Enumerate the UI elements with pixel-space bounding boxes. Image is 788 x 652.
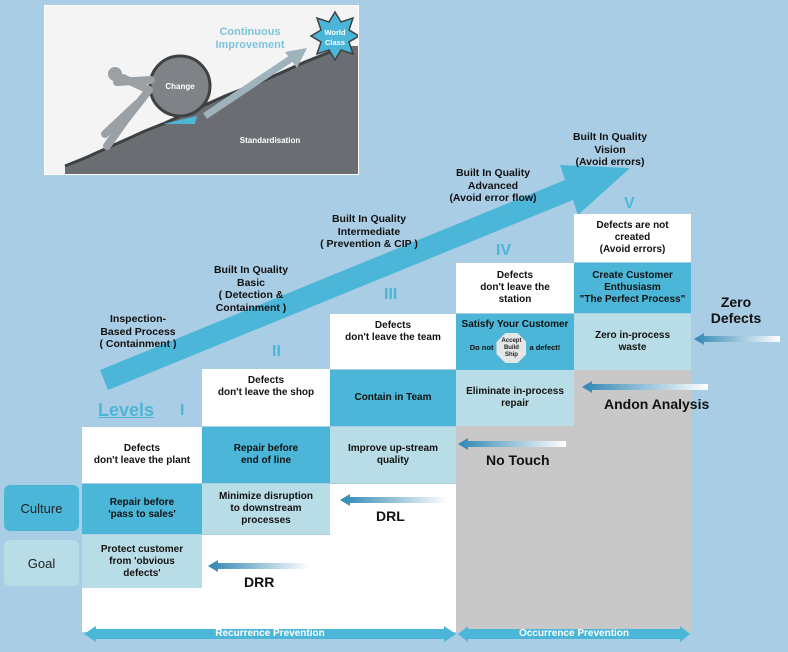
- stop-sign-icon: Accept Build Ship: [496, 333, 527, 363]
- level-5-numeral: V: [624, 195, 635, 212]
- drl-label: DRL: [376, 508, 405, 524]
- standardisation-label: Standardisation: [239, 136, 301, 145]
- level-3-title: Built In Quality Intermediate ( Preventi…: [320, 213, 418, 250]
- cell-4-low: Eliminate in-process repair: [456, 370, 574, 426]
- cell-4-top: Defects don't leave the station: [456, 263, 574, 313]
- cell-3-mid: Contain in Team: [330, 370, 456, 426]
- cell-1-top: Defects don't leave the plant: [82, 427, 202, 483]
- recurrence-area: [82, 588, 456, 632]
- level-4-numeral: IV: [496, 242, 512, 259]
- recurrence-prevention-label: Recurrence Prevention: [215, 628, 325, 639]
- cell-3-top: Defects don't leave the team: [330, 314, 456, 369]
- illustration-panel: Continuous Improvement World Class Chang…: [44, 5, 361, 175]
- cell-2-low: Minimize disruption to downstream proces…: [202, 484, 330, 534]
- cell-1-culture: Repair before 'pass to sales': [82, 484, 202, 534]
- cell-3-low: Improve up-stream quality: [330, 427, 456, 483]
- cell-5-top: Defects are not created (Avoid errors): [574, 214, 691, 262]
- level-4-title: Built In Quality Advanced (Avoid error f…: [449, 167, 537, 204]
- cell-1-goal: Protect customer from 'obvious defects': [82, 535, 202, 588]
- occurrence-prevention-label: Occurrence Prevention: [518, 628, 630, 639]
- no-touch-label: No Touch: [486, 452, 550, 468]
- a-defect-text: a defect!: [529, 343, 561, 352]
- level-1-title: Inspection- Based Process ( Containment …: [99, 313, 177, 350]
- levels-label: Levels: [98, 400, 155, 420]
- zero-defects-label: Zero Defects: [710, 294, 762, 326]
- continuous-improvement-label: Continuous Improvement: [215, 26, 285, 51]
- change-label: Change: [165, 82, 195, 91]
- satisfy-customer-title: Satisfy Your Customer: [461, 319, 569, 330]
- goal-label: Goal: [4, 540, 79, 586]
- level-2-title: Built In Quality Basic ( Detection & Con…: [213, 264, 289, 314]
- cell-2-mid: Repair before end of line: [202, 427, 330, 483]
- culture-label: Culture: [4, 485, 79, 531]
- cell-4-mid: Satisfy Your Customer Do not Accept Buil…: [456, 314, 574, 370]
- level-5-title: Built In Quality Vision (Avoid errors): [572, 131, 648, 168]
- cell-5-mid: Create Customer Enthusiasm "The Perfect …: [574, 263, 691, 313]
- drr-label: DRR: [244, 574, 275, 590]
- world-class-label: World Class: [324, 28, 346, 47]
- cell-2-top: Defects don't leave the shop: [202, 369, 330, 426]
- illustration-graphic: [64, 10, 361, 174]
- level-2-numeral: II: [272, 343, 281, 360]
- level-1-numeral: I: [180, 402, 185, 419]
- white-area-col2: [202, 535, 330, 588]
- level-3-numeral: III: [384, 286, 398, 303]
- cell-5-low: Zero in-process waste: [574, 314, 691, 370]
- andon-analysis-label: Andon Analysis: [604, 396, 710, 412]
- do-not-text: Do not: [469, 343, 494, 352]
